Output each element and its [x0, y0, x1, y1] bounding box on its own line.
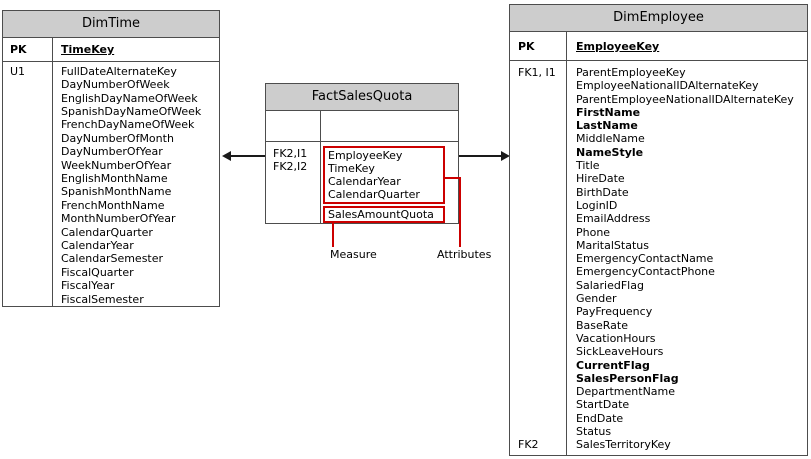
factsalesquota-pkfield-cell-empty	[321, 111, 458, 141]
dimtime-attribute-row: DayNumberOfMonth	[61, 131, 174, 145]
factsalesquota-pk-cell-empty	[266, 111, 321, 141]
table-dimemployee-pk-row: PK EmployeeKey	[510, 32, 807, 61]
dimemployee-attribute-row: Status	[576, 425, 612, 439]
fk-index-label: FK2,I1	[273, 147, 308, 160]
dimemployee-attribute-row: BirthDate	[576, 185, 629, 199]
dimemployee-attribute-row: StartDate	[576, 398, 630, 412]
dimemployee-attribute-row: EmergencyContactPhone	[576, 265, 715, 279]
dimemployee-attribute-row: EndDate	[576, 411, 624, 425]
dimemployee-attribute-row: HireDate	[576, 172, 625, 186]
factsalesquota-attribute-row: TimeKey	[328, 162, 375, 175]
dimemployee-attribute-row: SalesTerritoryKey	[576, 438, 671, 452]
dimemployee-attribute-row: PayFrequency	[576, 305, 653, 319]
table-factsalesquota-pk-row	[266, 111, 458, 142]
dimemployee-attribute-row: BaseRate	[576, 318, 629, 332]
dimtime-attribute-row: SpanishMonthName	[61, 185, 172, 199]
arrow-left-icon	[222, 151, 231, 161]
dimemployee-attribute-row: LoginID	[576, 198, 618, 212]
dimtime-attribute-row: DayNumberOfWeek	[61, 78, 170, 92]
dimtime-attribute-row: FiscalYear	[61, 279, 115, 293]
dimemployee-attribute-row: EmergencyContactName	[576, 252, 714, 266]
factsalesquota-attribute-row: CalendarQuarter	[328, 188, 420, 201]
dimtime-unique-key-label: U1	[3, 61, 53, 306]
dimtime-attribute-row: FrenchDayNameOfWeek	[61, 118, 195, 132]
relationship-line-dimemployee	[459, 155, 502, 157]
dimemployee-pk-field: EmployeeKey	[576, 40, 660, 53]
dimtime-attribute-row: CalendarQuarter	[61, 225, 153, 239]
dimtime-attribute-row: EnglishDayNameOfWeek	[61, 91, 198, 105]
factsalesquota-attribute-row: EmployeeKey	[328, 149, 403, 162]
dimtime-attribute-row: CalendarSemester	[61, 252, 164, 266]
dimtime-attribute-row: WeekNumberOfYear	[61, 158, 172, 172]
dimemployee-attribute-row: DepartmentName	[576, 385, 676, 399]
dimemployee-attribute-row: MaritalStatus	[576, 238, 649, 252]
dimtime-attribute-row: MonthNumberOfYear	[61, 212, 176, 226]
table-dimemployee-title: DimEmployee	[510, 5, 807, 32]
table-dimtime: DimTime PK TimeKey U1 FullDateAlternateK…	[2, 10, 220, 307]
dimemployee-attribute-row: ParentEmployeeNationalIDAlternateKey	[576, 92, 794, 106]
dimemployee-attribute-row: SickLeaveHours	[576, 345, 664, 359]
attributes-callout-label: Attributes	[437, 248, 492, 261]
dimtime-attribute-row: FrenchMonthName	[61, 198, 165, 212]
table-factsalesquota-title: FactSalesQuota	[266, 84, 458, 111]
dimemployee-attribute-row: ParentEmployeeKey	[576, 66, 686, 79]
dimtime-attribute-row: FiscalQuarter	[61, 265, 134, 279]
table-dimtime-title: DimTime	[3, 11, 219, 38]
dimtime-attribute-row: CalendarYear	[61, 238, 134, 252]
dimemployee-fk-labels: FK1, I1 FK2	[510, 61, 567, 455]
dimtime-attribute-row: DayNumberOfYear	[61, 145, 163, 159]
dimemployee-attribute-row: FirstName	[576, 105, 641, 119]
dimtime-pk-field: TimeKey	[61, 43, 115, 56]
dimemployee-attribute-row: LastName	[576, 119, 638, 133]
dimemployee-attribute-row: SalariedFlag	[576, 278, 644, 292]
attributes-callout-line-horizontal	[445, 177, 461, 179]
dimtime-attribute-row: EnglishMonthName	[61, 171, 168, 185]
dimemployee-attribute-row: Gender	[576, 292, 617, 306]
attributes-callout-line-vertical	[459, 177, 461, 247]
table-dimtime-pk-row: PK TimeKey	[3, 38, 219, 62]
dimemployee-attribute-row: MiddleName	[576, 132, 645, 146]
measure-callout-line	[332, 223, 334, 247]
dimemployee-attribute-row: SalesPersonFlag	[576, 371, 679, 385]
measure-highlight-box: SalesAmountQuota	[323, 206, 445, 223]
dimemployee-attribute-row: VacationHours	[576, 331, 656, 345]
dimtime-attribute-row: SpanishDayNameOfWeek	[61, 104, 202, 118]
dimemployee-fk1-label: FK1, I1	[518, 66, 556, 79]
dimemployee-attribute-row: Title	[576, 159, 600, 173]
measure-callout-label: Measure	[330, 248, 377, 261]
dimemployee-attribute-row: EmployeeNationalIDAlternateKey	[576, 79, 759, 93]
dimemployee-pk-label: PK	[510, 32, 567, 60]
fk-index-label: FK2,I2	[273, 160, 308, 173]
dimemployee-attribute-row: EmailAddress	[576, 212, 651, 226]
dimemployee-attribute-row: Phone	[576, 225, 611, 239]
factsalesquota-attribute-row: CalendarYear	[328, 175, 401, 188]
dimemployee-attribute-row: NameStyle	[576, 145, 644, 159]
dimtime-attribute-row: FiscalSemester	[61, 292, 144, 306]
arrow-right-icon	[501, 151, 510, 161]
dimemployee-fk2-label: FK2	[518, 437, 539, 451]
dimtime-pk-label: PK	[3, 38, 53, 61]
table-dimemployee: DimEmployee PK EmployeeKey FK1, I1 FK2 P…	[509, 4, 808, 456]
measure-row: SalesAmountQuota	[328, 208, 434, 221]
relationship-line-dimtime	[229, 155, 265, 157]
dimemployee-attribute-row: CurrentFlag	[576, 358, 650, 372]
dimtime-attribute-row: FullDateAlternateKey	[61, 64, 177, 78]
